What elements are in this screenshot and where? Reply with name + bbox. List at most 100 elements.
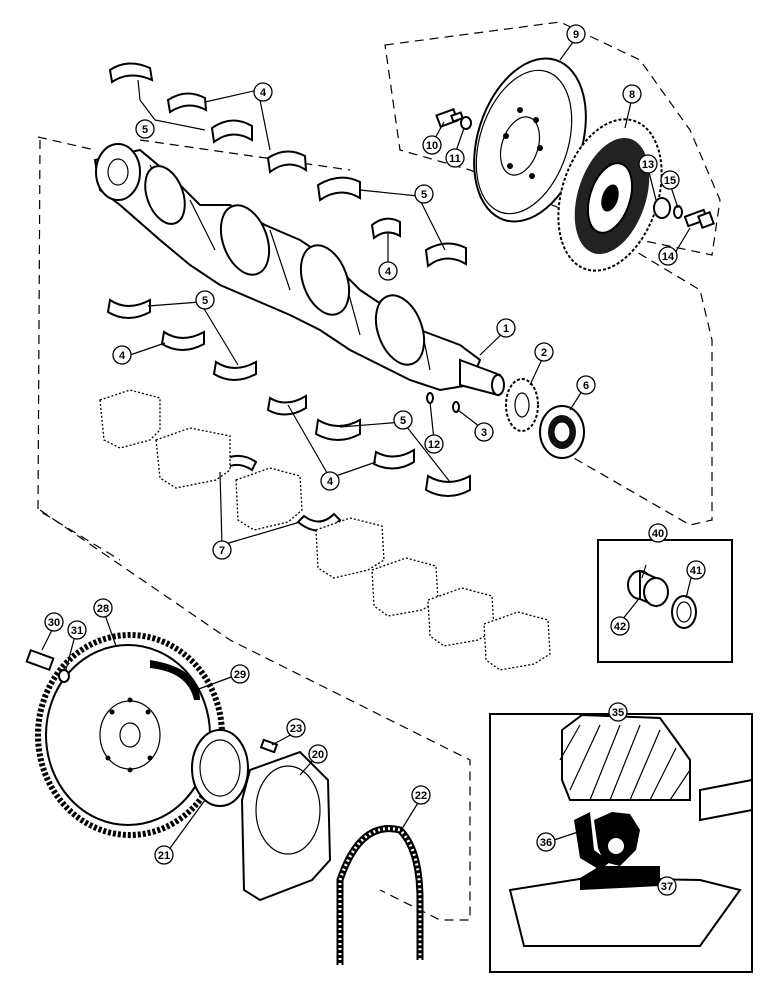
svg-text:23: 23	[290, 723, 302, 735]
svg-text:2: 2	[541, 347, 547, 359]
damper-washer	[653, 197, 671, 219]
seal-detail-lip-seal	[574, 812, 640, 870]
pulley-bolt	[435, 108, 465, 128]
seal-detail-crankshaft	[508, 866, 742, 947]
front-oil-seal	[539, 405, 585, 459]
svg-text:28: 28	[97, 603, 109, 615]
svg-text:21: 21	[158, 850, 170, 862]
callout-35: 35	[608, 702, 628, 722]
callout-21: 21	[154, 845, 174, 865]
bushing-seal	[671, 595, 697, 629]
woodruff-key	[452, 401, 460, 413]
svg-text:4: 4	[385, 266, 392, 278]
svg-text:6: 6	[583, 380, 589, 392]
svg-text:29: 29	[234, 669, 246, 681]
damper-lockwasher	[673, 205, 683, 219]
callout-41: 41	[686, 560, 706, 580]
callout-4: 4	[378, 261, 398, 281]
svg-text:4: 4	[327, 476, 334, 488]
svg-text:30: 30	[48, 617, 60, 629]
retainer-bolt	[259, 738, 279, 754]
callout-23: 23	[286, 718, 306, 738]
callout-31: 31	[67, 620, 87, 640]
callout-5: 5	[195, 290, 215, 310]
svg-text:9: 9	[573, 29, 579, 41]
flywheel-washer	[58, 669, 70, 683]
callout-5: 5	[414, 184, 434, 204]
callout-4: 4	[112, 345, 132, 365]
crankshaft-pulley	[473, 57, 587, 223]
callout-37: 37	[657, 876, 677, 896]
damper-bolt	[683, 208, 715, 229]
callout-22: 22	[411, 785, 431, 805]
callout-42: 42	[610, 616, 630, 636]
flywheel-group-outline	[39, 509, 471, 921]
vibration-damper	[557, 118, 663, 272]
crankshaft-group-outline	[37, 136, 713, 561]
retainer-gasket	[336, 825, 424, 965]
callout-29: 29	[230, 664, 250, 684]
callout-13: 13	[638, 154, 658, 174]
callout-4: 4	[320, 471, 340, 491]
callout-4: 4	[253, 82, 273, 102]
svg-text:8: 8	[629, 89, 635, 101]
flywheel	[35, 632, 225, 838]
callout-11: 11	[445, 148, 465, 168]
callout-1: 1	[496, 318, 516, 338]
svg-text:31: 31	[71, 625, 83, 637]
svg-text:5: 5	[202, 295, 208, 307]
callout-20: 20	[308, 744, 328, 764]
callout-2: 2	[534, 342, 554, 362]
callout-10: 10	[422, 135, 442, 155]
svg-text:10: 10	[426, 140, 438, 152]
callout-5: 5	[393, 410, 413, 430]
callout-30: 30	[44, 612, 64, 632]
callout-12: 12	[424, 434, 444, 454]
svg-text:4: 4	[260, 87, 267, 99]
svg-text:20: 20	[312, 749, 324, 761]
callout-36: 36	[536, 832, 556, 852]
svg-text:5: 5	[421, 189, 427, 201]
callout-9: 9	[566, 24, 586, 44]
svg-text:5: 5	[142, 124, 148, 136]
svg-text:3: 3	[481, 427, 487, 439]
svg-text:22: 22	[415, 790, 427, 802]
svg-text:37: 37	[661, 881, 673, 893]
svg-text:4: 4	[119, 350, 126, 362]
callout-15: 15	[660, 170, 680, 190]
svg-text:7: 7	[219, 545, 225, 557]
crankshaft-gear	[505, 378, 539, 432]
bushing	[627, 569, 669, 608]
callout-40: 40	[648, 523, 668, 543]
callout-6: 6	[576, 375, 596, 395]
gear-key	[426, 392, 434, 404]
rear-oil-seal	[191, 729, 249, 807]
callout-3: 3	[474, 422, 494, 442]
svg-text:1: 1	[503, 323, 509, 335]
callout-28: 28	[93, 598, 113, 618]
svg-text:41: 41	[690, 565, 702, 577]
svg-text:35: 35	[612, 707, 624, 719]
svg-text:42: 42	[614, 621, 626, 633]
svg-text:14: 14	[662, 251, 675, 263]
svg-text:5: 5	[400, 415, 406, 427]
svg-text:36: 36	[540, 837, 552, 849]
svg-text:15: 15	[664, 175, 676, 187]
svg-text:13: 13	[642, 159, 654, 171]
svg-text:40: 40	[652, 528, 664, 540]
svg-text:12: 12	[428, 439, 440, 451]
crankshaft	[93, 143, 505, 397]
svg-text:11: 11	[449, 153, 461, 165]
callout-7: 7	[212, 540, 232, 560]
upper-main-bearings	[108, 62, 467, 268]
callout-14: 14	[658, 246, 678, 266]
lower-main-bearings	[106, 298, 471, 497]
flywheel-bolt	[25, 648, 55, 672]
callout-5: 5	[135, 119, 155, 139]
main-bearing-caps	[99, 389, 551, 671]
seal-detail-housing	[559, 713, 753, 822]
callout-8: 8	[622, 84, 642, 104]
pulley-washer	[460, 116, 472, 130]
rear-seal-retainer	[240, 750, 332, 902]
